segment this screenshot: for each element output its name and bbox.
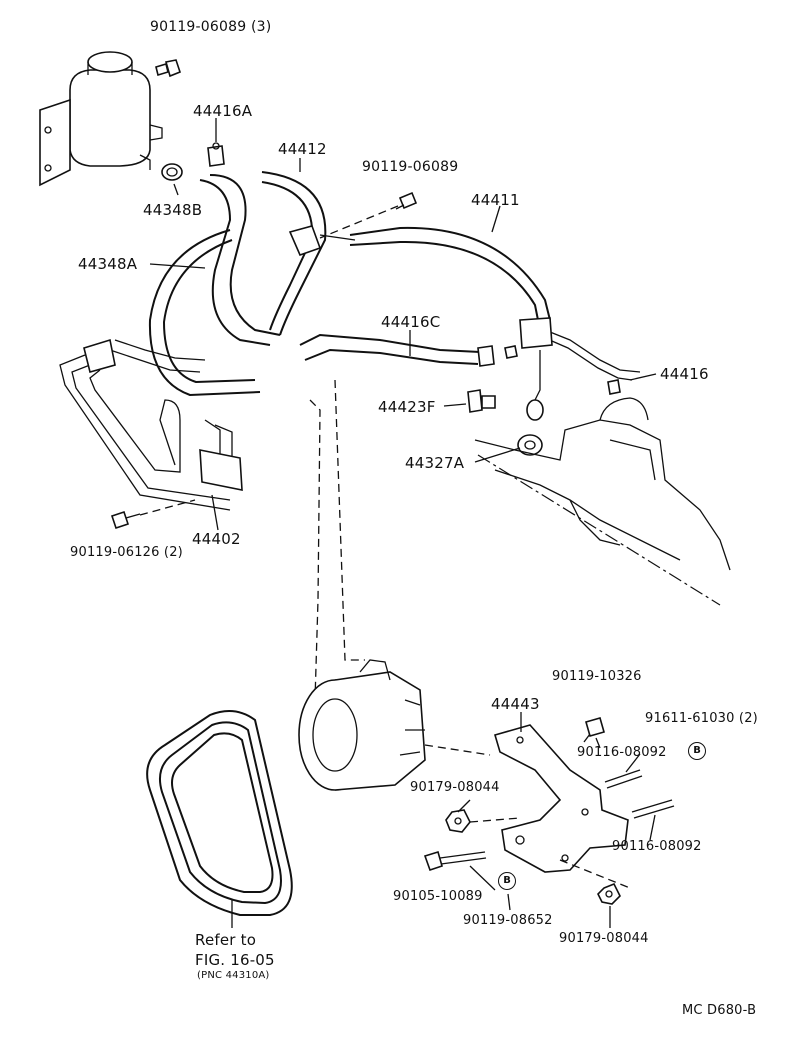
dashed-guide-left bbox=[309, 399, 321, 701]
bolt-90119-06089-top bbox=[155, 59, 181, 78]
leader-lines bbox=[149, 118, 657, 928]
bolt-90119-06089-mid bbox=[395, 191, 418, 210]
label-90119-06089: 90119-06089 bbox=[362, 159, 459, 175]
hose-44348A bbox=[148, 229, 261, 397]
label-44416C: 44416C bbox=[381, 313, 441, 331]
label-90119-08652: 90119-08652 bbox=[463, 913, 553, 928]
nut-90179-08044-a bbox=[445, 809, 471, 833]
dashed-guide-right bbox=[334, 379, 365, 661]
marker-b-lower: B bbox=[498, 872, 516, 890]
drive-belt bbox=[146, 710, 293, 928]
label-90119-06126-2: 90119-06126 (2) bbox=[70, 545, 183, 560]
return-hose-44412 bbox=[199, 171, 327, 346]
label-pnc-reference: (PNC 44310A) bbox=[197, 970, 270, 981]
power-steering-pump bbox=[298, 659, 426, 791]
tube-44416 bbox=[519, 317, 641, 421]
label-90179-08044-upper: 90179-08044 bbox=[410, 780, 500, 795]
label-44416A: 44416A bbox=[193, 102, 253, 120]
dashed-guide-bracket bbox=[424, 744, 491, 756]
label-91611-61030-2: 91611-61030 (2) bbox=[645, 711, 758, 726]
label-44416: 44416 bbox=[660, 365, 709, 383]
tube-44416C bbox=[299, 333, 518, 367]
label-fig-reference: FIG. 16-05 bbox=[195, 951, 275, 969]
label-90105-10089: 90105-10089 bbox=[393, 889, 483, 904]
label-90179-08044-lower: 90179-08044 bbox=[559, 931, 649, 946]
label-44412: 44412 bbox=[278, 140, 327, 158]
dashed-guide-06126 bbox=[139, 499, 196, 516]
pressure-tube-44402 bbox=[59, 338, 243, 511]
diagram-code: MC D680-B bbox=[682, 1003, 757, 1018]
bolt-90119-06126 bbox=[110, 510, 141, 530]
gasket-44327A bbox=[517, 434, 543, 456]
label-44327A: 44327A bbox=[405, 454, 465, 472]
label-90116-08092-upper: 90116-08092 bbox=[577, 745, 667, 760]
marker-b-upper: B bbox=[688, 742, 706, 760]
bolt-90105-10089 bbox=[423, 850, 487, 872]
reservoir-tank bbox=[39, 51, 163, 187]
nut-90179-08044-b bbox=[597, 882, 621, 905]
label-90119-10326: 90119-10326 bbox=[552, 669, 642, 684]
clamp-44416A bbox=[207, 142, 225, 167]
dashed-guide-nut bbox=[469, 817, 521, 823]
label-90116-08092-lower: 90116-08092 bbox=[612, 839, 702, 854]
label-44348A: 44348A bbox=[78, 255, 138, 273]
label-refer-to: Refer to bbox=[195, 931, 257, 949]
pressure-hose-44411 bbox=[288, 225, 551, 321]
pump-bracket-44443 bbox=[494, 724, 629, 873]
label-44443: 44443 bbox=[491, 695, 540, 713]
steering-gear-housing bbox=[474, 397, 731, 606]
label-90119-06089-3: 90119-06089 (3) bbox=[150, 19, 272, 35]
stud-90116-08092-a bbox=[604, 769, 643, 789]
label-44423F: 44423F bbox=[378, 398, 436, 416]
bolt-90119-10326 bbox=[583, 717, 605, 743]
clip-44348B bbox=[161, 163, 183, 181]
label-44402: 44402 bbox=[192, 530, 241, 548]
label-44348B: 44348B bbox=[143, 201, 203, 219]
stud-90116-08092-b bbox=[631, 799, 675, 819]
dashed-guide-bolt bbox=[319, 205, 399, 239]
label-44411: 44411 bbox=[471, 191, 520, 209]
union-bolt-44423F bbox=[467, 389, 496, 413]
